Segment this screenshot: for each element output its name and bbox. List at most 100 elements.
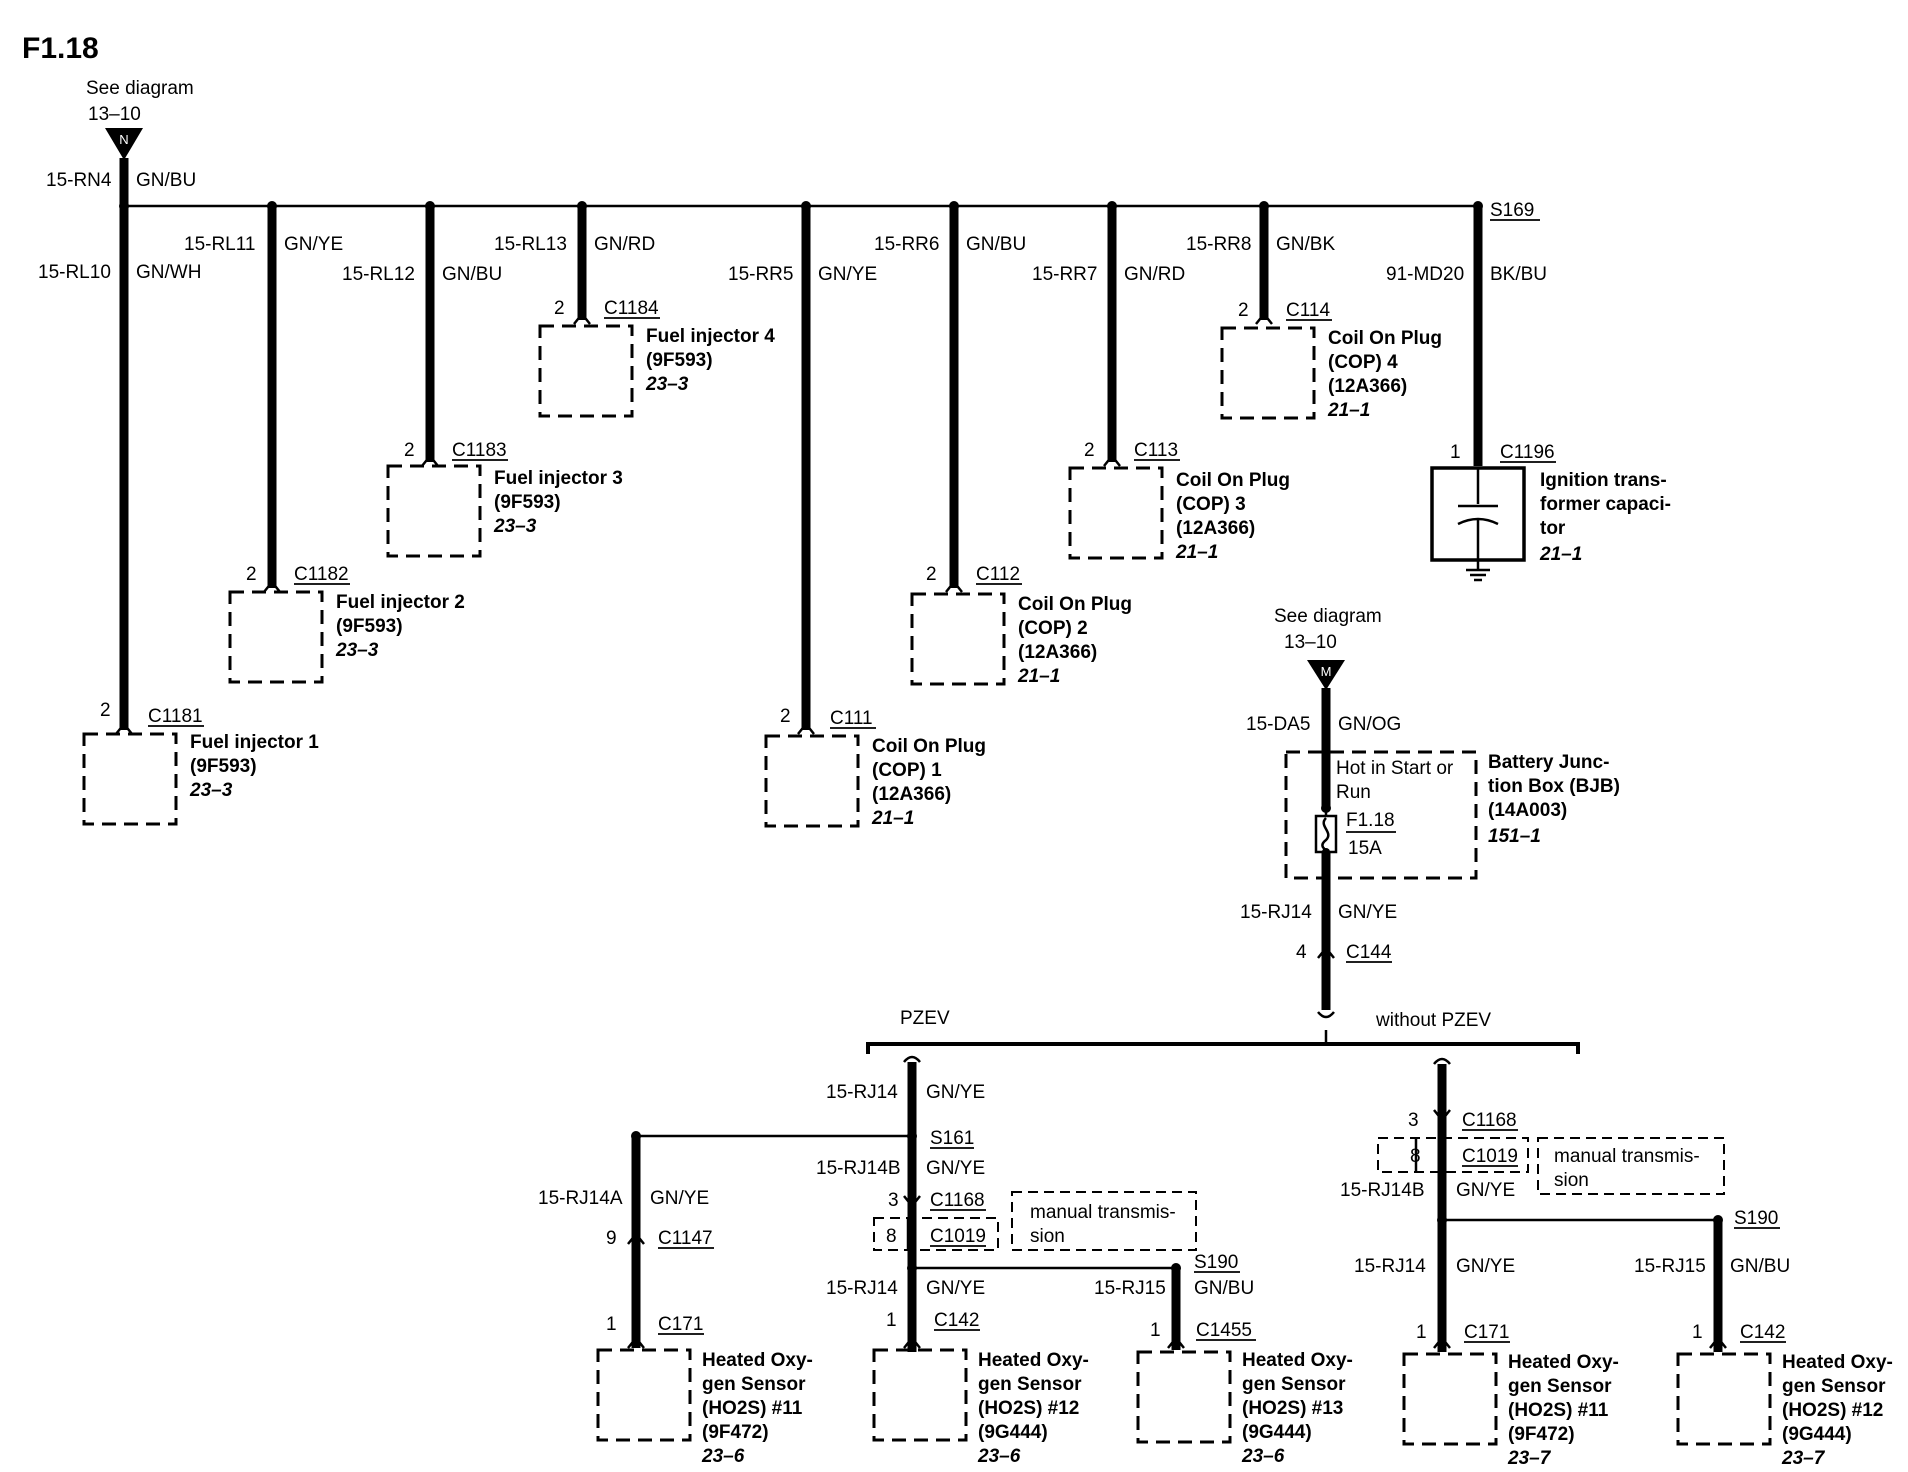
circuit-label: 15-RR7 xyxy=(1032,264,1097,285)
branch-cop-4: 15-RR8 GN/BK 2 C114 Coil On Plug (COP) 4… xyxy=(1186,201,1442,421)
wire-color: GN/RD xyxy=(594,234,655,255)
c144-label: C144 xyxy=(1346,942,1392,963)
component-box xyxy=(1068,466,1164,560)
diagram-title: F1.18 xyxy=(22,32,99,65)
sensor-name-1: Heated Oxy- xyxy=(978,1350,1089,1371)
c144-pin: 4 xyxy=(1296,942,1307,963)
c1019-label: C1019 xyxy=(1462,1146,1518,1167)
wire-color: GN/WH xyxy=(136,262,201,283)
branch-a-pin: 1 xyxy=(606,1314,617,1335)
left-color: GN/YE xyxy=(1456,1256,1515,1277)
source-n: See diagram 13–10 N 15-RN4 GN/BU xyxy=(46,78,196,206)
pzev-color: GN/YE xyxy=(926,1082,985,1103)
bjb-ref: 151–1 xyxy=(1488,826,1541,847)
sensor-ref: 23–6 xyxy=(1241,1446,1285,1467)
main-circuit-2: 15-RJ14 xyxy=(826,1278,898,1299)
pzev-circuit: 15-RJ14 xyxy=(826,1082,898,1103)
right-color: GN/BU xyxy=(1730,1256,1790,1277)
see-diagram-label: See diagram xyxy=(86,78,194,99)
ho2s-12-box xyxy=(872,1348,968,1442)
sensor-ref: 23–7 xyxy=(1507,1448,1552,1469)
sensor-part: (9F472) xyxy=(1508,1424,1575,1445)
branch-cop-1: 15-RR5 GN/YE 2 C111 Coil On Plug (COP) 1… xyxy=(728,201,986,829)
connector-id: C1181 xyxy=(148,706,203,727)
sensor-part: (9G444) xyxy=(978,1422,1048,1443)
component-name-2: (COP) 4 xyxy=(1328,352,1398,373)
feed-circuit: 15-RN4 xyxy=(46,170,112,191)
component-name: Fuel injector 2 xyxy=(336,592,465,613)
note-line-2: sion xyxy=(1030,1226,1065,1247)
sensor-name-1: Heated Oxy- xyxy=(1508,1352,1619,1373)
component-box xyxy=(910,592,1006,686)
sensor-name-3: (HO2S) #11 xyxy=(702,1398,803,1419)
component-box xyxy=(386,464,482,558)
sensor-name-2: gen Sensor xyxy=(1782,1376,1886,1397)
branch-fuel-injector-2: 15-RL11 GN/YE 2 C1182 Fuel injector 2 (9… xyxy=(184,201,465,684)
break-icon xyxy=(903,1055,921,1063)
connector-id: C112 xyxy=(976,564,1020,585)
sensor-part: (9F472) xyxy=(702,1422,769,1443)
branch-a-color: GN/YE xyxy=(650,1188,709,1209)
right-circuit: 15-RJ15 xyxy=(1634,1256,1706,1277)
fuse-label: F1.18 xyxy=(1346,810,1395,831)
non-pzev-color: GN/YE xyxy=(1456,1180,1515,1201)
wire-color: GN/BU xyxy=(442,264,502,285)
component-name-2: (COP) 1 xyxy=(872,760,942,781)
pzev-label: PZEV xyxy=(900,1008,950,1029)
ho2s-13-box xyxy=(1136,1350,1232,1444)
c1019-pin: 8 xyxy=(886,1226,897,1247)
battery-junction-box-section: See diagram 13–10 M 15-DA5 GN/OG Hot in … xyxy=(1240,606,1620,1019)
page-ref: 23–3 xyxy=(645,374,689,395)
see-diagram-label: See diagram xyxy=(1274,606,1382,627)
pzev-section: 15-RJ14 GN/YE S161 15-RJ14A GN/YE 9 C114… xyxy=(538,1055,1353,1467)
source-badge: N xyxy=(119,132,128,147)
circuit-label: 15-RR5 xyxy=(728,264,793,285)
note-line-1: manual transmis- xyxy=(1554,1146,1700,1167)
break-icon xyxy=(1433,1057,1451,1065)
page-ref: 23–3 xyxy=(493,516,537,537)
sensor-name-2: gen Sensor xyxy=(978,1374,1082,1395)
sensor-name-2: gen Sensor xyxy=(702,1374,806,1395)
sensor-ref: 23–6 xyxy=(977,1446,1021,1467)
sensor-ref: 23–6 xyxy=(701,1446,745,1467)
page-ref: 21–1 xyxy=(1539,544,1582,565)
note-line-1: manual transmis- xyxy=(1030,1202,1176,1223)
left-connector: C171 xyxy=(1464,1322,1509,1343)
branch-fuel-injector-3: 15-RL12 GN/BU 2 C1183 Fuel injector 3 (9… xyxy=(342,201,623,558)
wire-color: GN/BU xyxy=(966,234,1026,255)
branch-cop-3: 15-RR7 GN/RD 2 C113 Coil On Plug (COP) 3… xyxy=(1032,201,1290,563)
component-name: Ignition trans- xyxy=(1540,470,1667,491)
connector-id: C1196 xyxy=(1500,442,1555,463)
bjb-name-1: Battery Junc- xyxy=(1488,752,1609,773)
page-ref: 23–3 xyxy=(189,780,233,801)
non-pzev-section: 3 C1168 8 C1019 manual transmis- sion 15… xyxy=(1340,1057,1893,1469)
c1019-pin: 8 xyxy=(1410,1146,1421,1167)
wire-color: GN/YE xyxy=(818,264,877,285)
sensor-name-3: (HO2S) #12 xyxy=(978,1398,1079,1419)
main-circuit: 15-RJ14B xyxy=(816,1158,901,1179)
sensor-name-1: Heated Oxy- xyxy=(702,1350,813,1371)
c1168-pin: 3 xyxy=(1408,1110,1419,1131)
see-diagram-ref: 13–10 xyxy=(88,104,141,125)
pin-number: 1 xyxy=(1450,442,1461,463)
manual-transmission-note xyxy=(1011,1191,1197,1251)
part-number: (9F593) xyxy=(646,350,713,371)
bjb-out-circuit: 15-RJ14 xyxy=(1240,902,1312,923)
non-pzev-circuit: 15-RJ14B xyxy=(1340,1180,1425,1201)
component-name: Coil On Plug xyxy=(1018,594,1132,615)
right-pin: 1 xyxy=(1692,1322,1703,1343)
branch-c-color: GN/BU xyxy=(1194,1278,1254,1299)
sensor-name-2: gen Sensor xyxy=(1242,1374,1346,1395)
connector-id: C113 xyxy=(1134,440,1178,461)
wire-color: BK/BU xyxy=(1490,264,1547,285)
c1019-label: C1019 xyxy=(930,1226,986,1247)
fuse-amps: 15A xyxy=(1348,838,1382,859)
c142-label: C142 xyxy=(934,1310,979,1331)
circuit-label: 15-RL12 xyxy=(342,264,415,285)
component-name-2: (COP) 3 xyxy=(1176,494,1246,515)
manual-transmission-note xyxy=(1537,1137,1725,1195)
component-name: Fuel injector 3 xyxy=(494,468,623,489)
c1168-pin: 3 xyxy=(888,1190,899,1211)
sensor-name-1: Heated Oxy- xyxy=(1782,1352,1893,1373)
